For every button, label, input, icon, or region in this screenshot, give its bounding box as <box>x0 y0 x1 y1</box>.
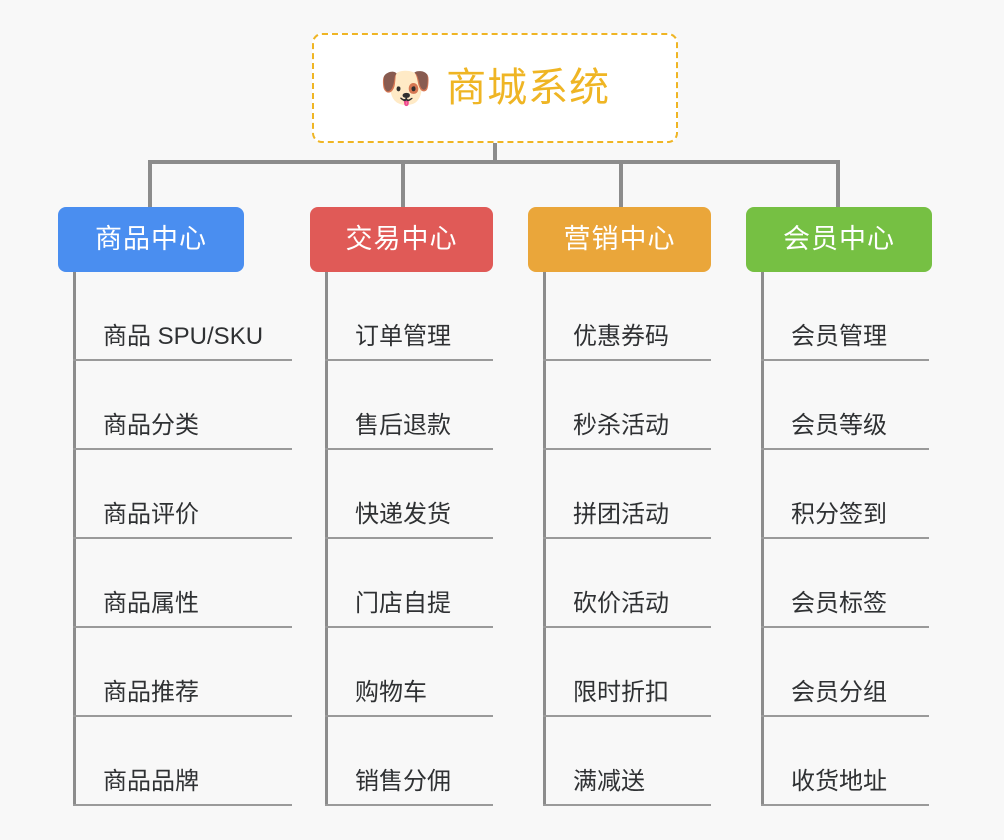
list-item[interactable]: 售后退款 <box>325 361 493 450</box>
leaf-list-2: 订单管理 售后退款 快递发货 门店自提 购物车 销售分佣 <box>325 272 493 806</box>
leaf-label: 订单管理 <box>355 323 451 350</box>
list-item[interactable]: 商品分类 <box>73 361 292 450</box>
leaf-list-3: 优惠券码 秒杀活动 拼团活动 砍价活动 限时折扣 满减送 <box>543 272 711 806</box>
leaf-label: 拼团活动 <box>573 501 669 528</box>
connector-root-stem <box>493 143 497 164</box>
leaf-label: 会员分组 <box>791 679 887 706</box>
connector-drop-2 <box>401 160 405 207</box>
leaf-list-1: 商品 SPU/SKU 商品分类 商品评价 商品属性 商品推荐 商品品牌 <box>73 272 292 806</box>
connector-drop-4 <box>836 160 840 207</box>
leaf-list-4: 会员管理 会员等级 积分签到 会员标签 会员分组 收货地址 <box>761 272 929 806</box>
leaf-label: 购物车 <box>355 679 427 706</box>
list-item[interactable]: 积分签到 <box>761 450 929 539</box>
list-item[interactable]: 限时折扣 <box>543 628 711 717</box>
leaf-label: 商品品牌 <box>103 768 199 795</box>
list-item[interactable]: 拼团活动 <box>543 450 711 539</box>
leaf-label: 收货地址 <box>791 768 887 795</box>
list-item[interactable]: 门店自提 <box>325 539 493 628</box>
leaf-label: 商品推荐 <box>103 679 199 706</box>
leaf-label: 砍价活动 <box>573 590 669 617</box>
list-item[interactable]: 砍价活动 <box>543 539 711 628</box>
list-item[interactable]: 销售分佣 <box>325 717 493 806</box>
connector-trunk-bar <box>148 160 840 164</box>
branch-spine-3 <box>543 272 546 806</box>
leaf-label: 商品 SPU/SKU <box>103 323 264 350</box>
list-item[interactable]: 订单管理 <box>325 272 493 361</box>
category-header-1[interactable]: 商品中心 <box>58 207 244 272</box>
leaf-label: 会员等级 <box>791 412 887 439</box>
root-node[interactable]: 🐶 商城系统 <box>312 33 678 143</box>
list-item[interactable]: 商品 SPU/SKU <box>73 272 292 361</box>
list-item[interactable]: 商品评价 <box>73 450 292 539</box>
list-item[interactable]: 满减送 <box>543 717 711 806</box>
branch-spine-2 <box>325 272 328 806</box>
leaf-label: 销售分佣 <box>355 768 451 795</box>
list-item[interactable]: 商品推荐 <box>73 628 292 717</box>
list-item[interactable]: 会员等级 <box>761 361 929 450</box>
category-header-4[interactable]: 会员中心 <box>746 207 932 272</box>
category-title-1: 商品中心 <box>95 224 207 254</box>
leaf-label: 满减送 <box>573 768 645 795</box>
leaf-label: 积分签到 <box>791 501 887 528</box>
list-item[interactable]: 会员标签 <box>761 539 929 628</box>
dog-face-icon: 🐶 <box>379 64 433 111</box>
list-item[interactable]: 秒杀活动 <box>543 361 711 450</box>
connector-drop-1 <box>148 160 152 207</box>
list-item[interactable]: 会员管理 <box>761 272 929 361</box>
branch-spine-4 <box>761 272 764 806</box>
category-header-2[interactable]: 交易中心 <box>310 207 493 272</box>
category-title-2: 交易中心 <box>345 224 458 254</box>
list-item[interactable]: 优惠券码 <box>543 272 711 361</box>
root-title: 商城系统 <box>446 66 611 110</box>
leaf-label: 商品分类 <box>103 412 199 439</box>
leaf-label: 商品属性 <box>103 590 199 617</box>
category-header-3[interactable]: 营销中心 <box>528 207 711 272</box>
list-item[interactable]: 商品属性 <box>73 539 292 628</box>
leaf-label: 限时折扣 <box>573 679 669 706</box>
category-title-3: 营销中心 <box>563 224 676 254</box>
leaf-label: 门店自提 <box>355 590 451 617</box>
list-item[interactable]: 快递发货 <box>325 450 493 539</box>
leaf-label: 商品评价 <box>103 501 199 528</box>
category-title-4: 会员中心 <box>783 224 895 254</box>
leaf-label: 会员管理 <box>791 323 887 350</box>
list-item[interactable]: 会员分组 <box>761 628 929 717</box>
branch-spine-1 <box>73 272 76 806</box>
list-item[interactable]: 商品品牌 <box>73 717 292 806</box>
leaf-label: 售后退款 <box>355 412 451 439</box>
list-item[interactable]: 购物车 <box>325 628 493 717</box>
list-item[interactable]: 收货地址 <box>761 717 929 806</box>
leaf-label: 秒杀活动 <box>573 412 669 439</box>
leaf-label: 会员标签 <box>791 590 887 617</box>
connector-drop-3 <box>619 160 623 207</box>
leaf-label: 快递发货 <box>355 501 451 528</box>
leaf-label: 优惠券码 <box>573 323 669 350</box>
